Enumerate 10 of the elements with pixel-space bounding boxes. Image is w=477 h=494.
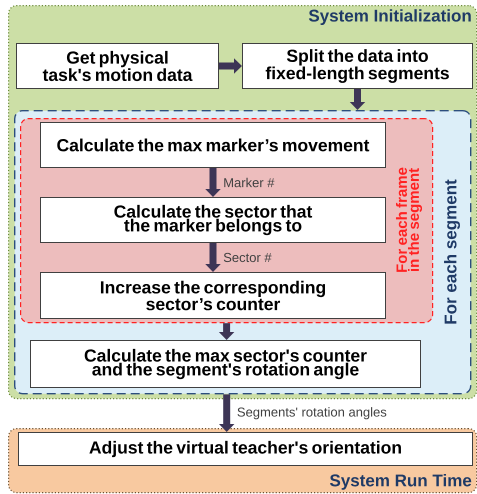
process-box: Increase the corresponding sector’s counter <box>40 272 386 319</box>
process-box: Get physical task's motion data <box>16 43 219 89</box>
process-box: Split the data into fixed-length segments <box>242 43 473 89</box>
process-box: Calculate the max sector's counter and the segment's rotation angle <box>30 340 421 388</box>
process-box: Calculate the sector that the marker belongs to <box>40 197 386 243</box>
process-box: Calculate the max marker’s movement <box>40 122 386 168</box>
edge-label: Sector # <box>222 252 273 264</box>
edge-label: Marker # <box>222 176 276 188</box>
edge-label: Segments' rotation angles <box>236 406 388 420</box>
process-box: Adjust the virtual teacher's orientation <box>18 432 473 466</box>
